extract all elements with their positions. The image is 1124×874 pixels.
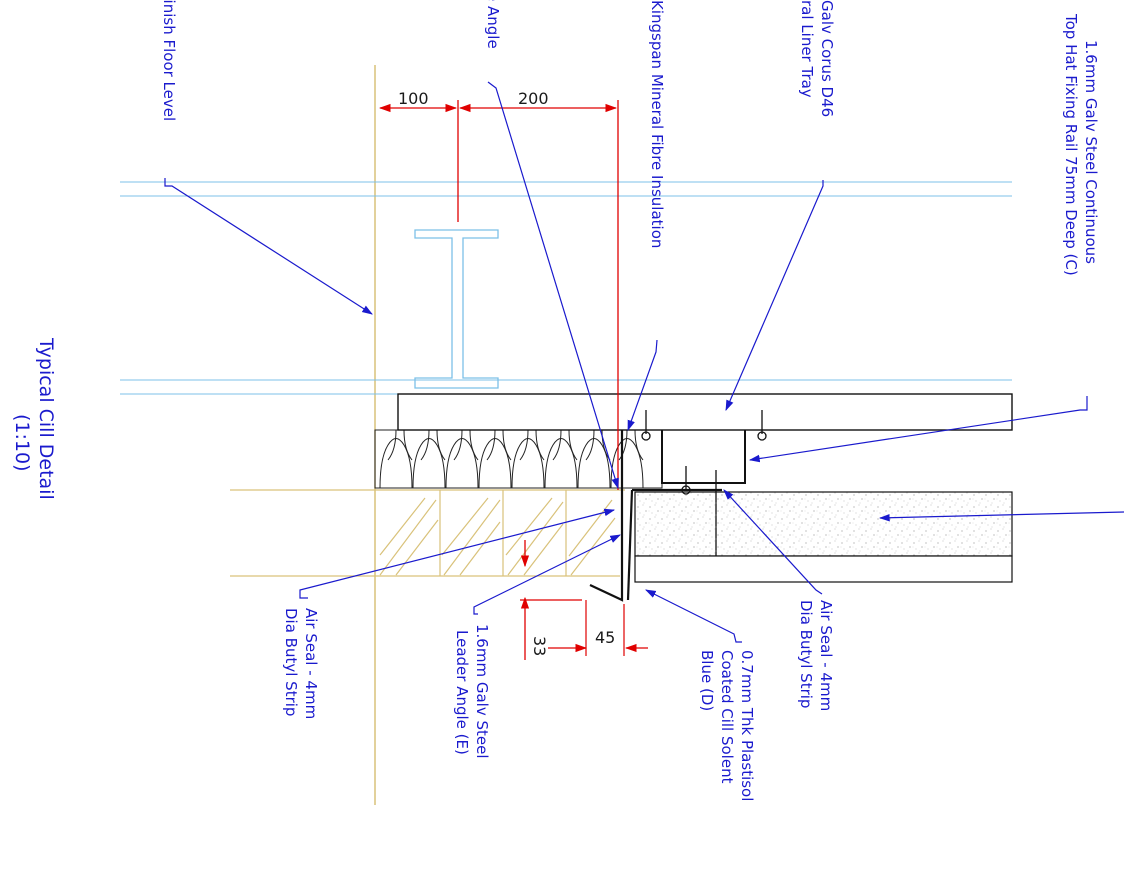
label-leader-angle-1: 1.6mm Galv Steel [473,624,491,759]
drawing-title: Typical Cill Detail [35,337,57,500]
cill-flashing [589,430,722,602]
label-fixing-rail-2: Top Hat Fixing Rail 75mm Deep (C) [1062,13,1080,276]
timber-cill-hatch [230,489,625,577]
dimensions [378,100,648,660]
label-cill-2: Coated Cill Solent [718,650,736,784]
dim-100: 100 [398,89,429,108]
label-fixing-rail-1: 1.6mm Galv Steel Continuous [1082,40,1100,264]
label-liner-tray-1: Galv Corus D46 [818,0,836,117]
label-finish-floor-level: Finish Floor Level [160,0,178,121]
dim-33: 33 [530,636,549,656]
dim-200: 200 [518,89,549,108]
label-angle: e Angle [484,0,502,49]
label-leader-angle-2: Leader Angle (E) [453,630,471,755]
drawing-scale: (1:10) [11,414,33,472]
label-air-seal-left-1: Air Seal - 4mm [302,608,320,719]
label-cill-1: 0.7mm Thk Plastisol [738,650,756,801]
label-liner-tray-2: ral Liner Tray [798,0,816,98]
grid-lines [120,181,1012,395]
mineral-fibre-insulation [374,429,663,489]
label-air-seal-right-2: Dia Butyl Strip [797,600,815,708]
leader-lines [164,81,1124,643]
label-cill-3: Blue (D) [698,650,716,711]
steel-i-beam [414,229,499,389]
label-insulation: Kingspan Mineral Fibre Insulation [648,0,666,248]
external-panel [634,491,1013,583]
dim-45: 45 [595,628,615,647]
liner-tray [397,393,1013,431]
top-hat-fixing-rail [661,430,746,484]
label-air-seal-left-2: Dia Butyl Strip [282,608,300,716]
label-air-seal-right-1: Air Seal - 4mm [817,600,835,711]
